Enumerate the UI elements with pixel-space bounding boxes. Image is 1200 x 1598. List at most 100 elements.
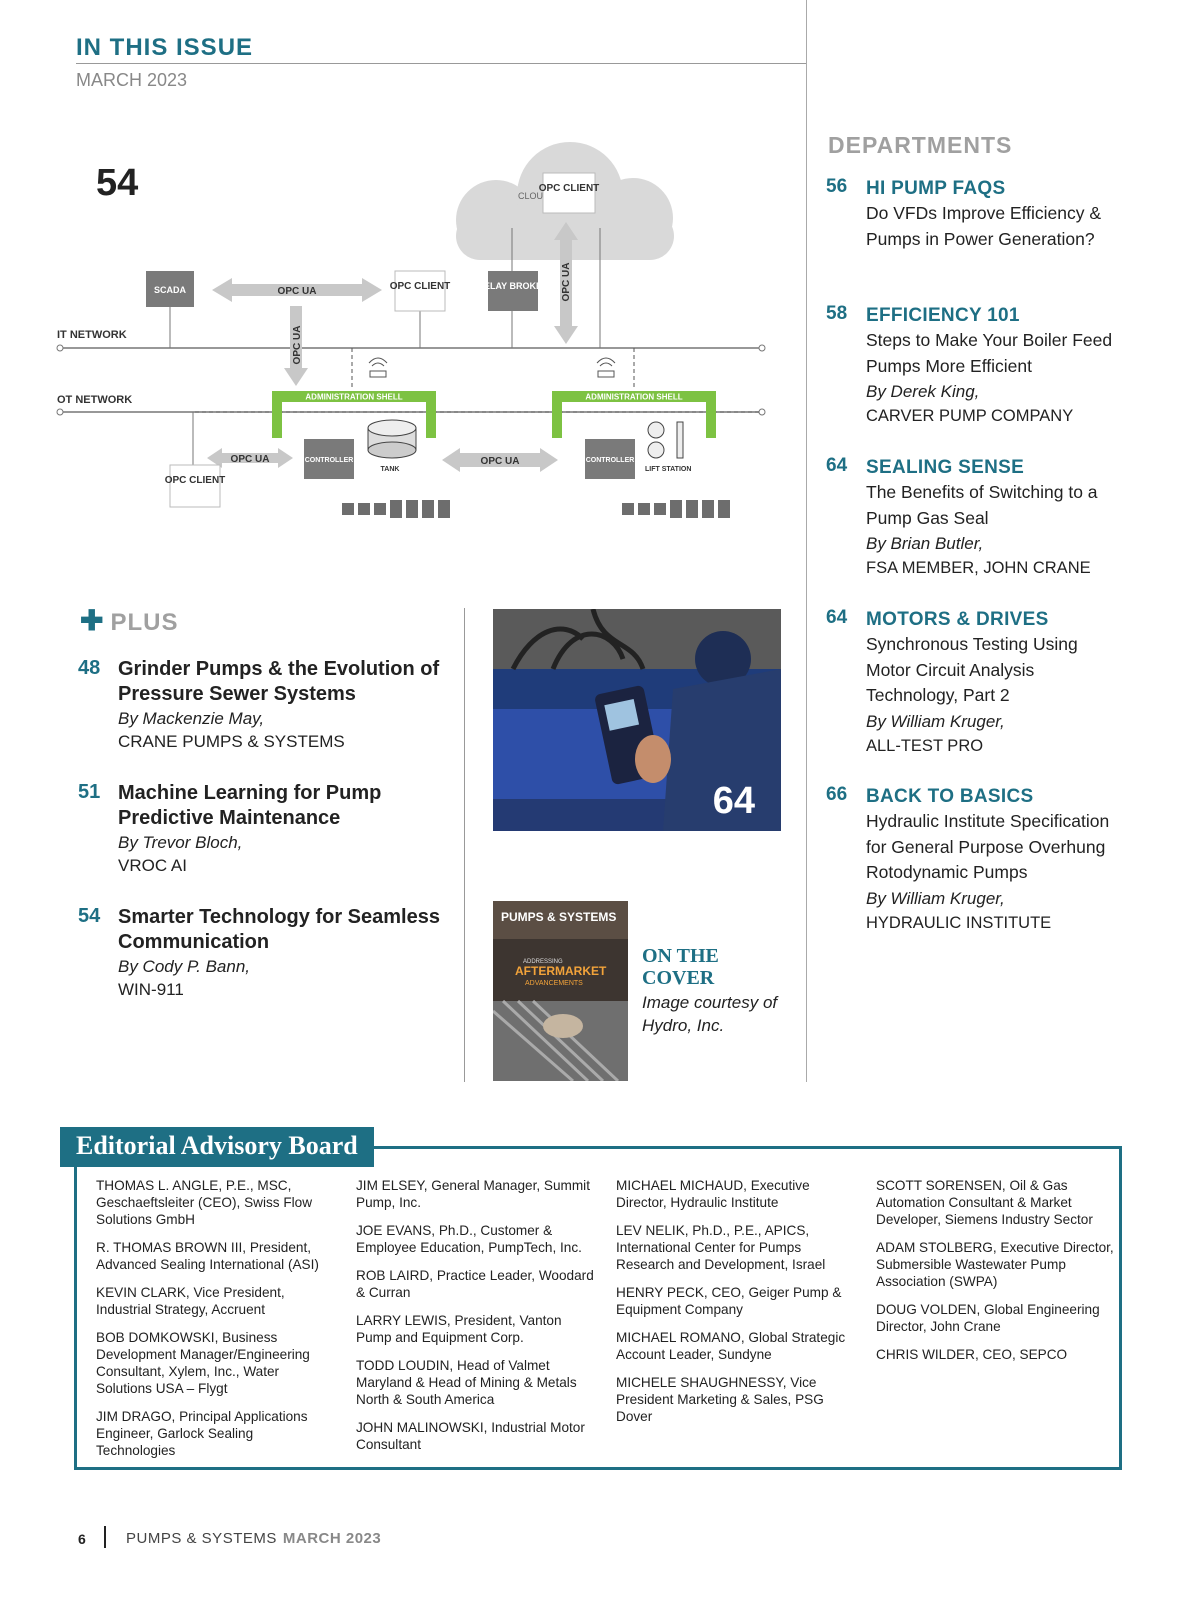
departments-heading: DEPARTMENTS — [828, 132, 1013, 158]
lift-station-icon — [647, 421, 684, 459]
issue-heading: IN THIS ISSUE — [76, 34, 254, 61]
board-member: KEVIN CLARK, Vice President, Industrial … — [96, 1285, 285, 1317]
department-item[interactable]: 56 HI PUMP FAQS Do VFDs Improve Efficien… — [826, 176, 1126, 252]
field-devices-left — [342, 500, 450, 518]
board-member: JOHN MALINOWSKI, Industrial Motor Consul… — [356, 1420, 585, 1452]
photo-page-number: 64 — [712, 780, 755, 822]
board-member: HENRY PECK, CEO, Geiger Pump & Equipment… — [616, 1285, 842, 1317]
department-item[interactable]: 64 MOTORS & DRIVES Synchronous Testing U… — [826, 607, 1126, 759]
dept-title[interactable]: Hydraulic Institute Specification for Ge… — [866, 811, 1110, 882]
cover-thumbnail[interactable]: PUMPS & SYSTEMS ADDRESSING AFTERMARKET A… — [493, 901, 628, 1081]
dept-company: HYDRAULIC INSTITUTE — [866, 913, 1052, 932]
opc-ua-arrow-top — [212, 278, 382, 302]
board-column: JIM ELSEY, General Manager, Summit Pump,… — [356, 1177, 596, 1464]
dept-author: By William Kruger, — [866, 711, 1005, 731]
cloud-opc-client-box — [542, 172, 596, 214]
plus-icon: ✚ — [80, 605, 105, 636]
cover-headline: AFTERMARKET — [515, 964, 607, 978]
scada-box — [146, 271, 194, 307]
opc-ua-label-bottom-mid: OPC UA — [481, 456, 520, 467]
cover-magazine-name: PUMPS & SYSTEMS — [501, 910, 616, 924]
board-member: SCOTT SORENSEN, Oil & Gas Automation Con… — [876, 1178, 1093, 1227]
field-devices-right — [622, 500, 730, 518]
cloud-label: CLOUD — [518, 191, 550, 201]
dept-author: By William Kruger, — [866, 888, 1005, 908]
controller-left-box — [304, 439, 354, 479]
board-member: JIM ELSEY, General Manager, Summit Pump,… — [356, 1178, 590, 1210]
opc-ua-arrow-bottom-mid — [442, 448, 558, 472]
wireless-router-icon — [368, 357, 388, 378]
dept-title[interactable]: Steps to Make Your Boiler Feed Pumps Mor… — [866, 330, 1113, 376]
dept-section[interactable]: SEALING SENSE — [866, 457, 1025, 478]
board-member: LEV NELIK, Ph.D., P.E., APICS, Internati… — [616, 1223, 826, 1272]
dept-section[interactable]: MOTORS & DRIVES — [866, 609, 1049, 630]
column-divider — [806, 0, 807, 1082]
board-member: THOMAS L. ANGLE, P.E., MSC, Geschaeftsle… — [96, 1178, 313, 1227]
opc-ua-label-vertical: OPC UA — [292, 326, 303, 365]
controller-right-label: CONTROLLER — [586, 457, 635, 464]
lift-station-label: LIFT STATION — [645, 466, 691, 473]
department-item[interactable]: 58 EFFICIENCY 101 Steps to Make Your Boi… — [826, 303, 1126, 429]
dept-page: 64 — [826, 607, 848, 628]
board-member: DOUG VOLDEN, Global Engineering Director… — [876, 1302, 1100, 1334]
opc-ua-label-cloud: OPC UA — [561, 263, 572, 302]
plus-article[interactable]: 54 Smarter Technology for Seamless Commu… — [78, 905, 448, 1001]
dept-company: FSA MEMBER, JOHN CRANE — [866, 559, 1091, 577]
department-item[interactable]: 64 SEALING SENSE The Benefits of Switchi… — [826, 455, 1126, 581]
dept-company: CARVER PUMP COMPANY — [866, 407, 1074, 425]
dept-page: 58 — [826, 303, 848, 324]
plus-article[interactable]: 51 Machine Learning for Pump Predictive … — [78, 781, 448, 877]
editorial-board-box — [74, 1146, 1122, 1470]
dept-section[interactable]: HI PUMP FAQS — [866, 178, 1006, 199]
dept-page: 66 — [826, 784, 848, 805]
footer-page-number: 6 — [78, 1531, 86, 1547]
opc-ua-arrow-bottom-left — [207, 448, 293, 468]
wireless-router-icon — [596, 357, 616, 378]
dept-title[interactable]: The Benefits of Switching to a Pump Gas … — [866, 482, 1098, 528]
article-page: 54 — [78, 905, 101, 927]
cover-kicker: ADDRESSING — [523, 959, 563, 965]
issue-date: MARCH 2023 — [76, 70, 188, 90]
board-member: JIM DRAGO, Principal Applications Engine… — [96, 1409, 308, 1458]
controller-left-label: CONTROLLER — [305, 457, 354, 464]
article-author: By Mackenzie May, — [118, 709, 265, 728]
opc-network-diagram: CLOUD OPC CLIENT IT NETWORK OT NETWORK S… — [56, 142, 766, 518]
dept-author: By Brian Butler, — [866, 534, 984, 553]
article-page: 48 — [78, 657, 101, 679]
department-item[interactable]: 66 BACK TO BASICS Hydraulic Institute Sp… — [826, 784, 1126, 936]
article-title[interactable]: Grinder Pumps & the Evolution of Pressur… — [118, 658, 440, 705]
header-divider — [76, 63, 806, 64]
controller-right-box — [585, 439, 635, 479]
dept-section[interactable]: EFFICIENCY 101 — [866, 305, 1020, 326]
opc-ua-arrow-down — [284, 306, 308, 386]
board-member: BOB DOMKOWSKI, Business Development Mana… — [96, 1330, 310, 1396]
board-member: TODD LOUDIN, Head of Valmet Maryland & H… — [356, 1358, 577, 1407]
article-company: CRANE PUMPS & SYSTEMS — [118, 732, 345, 751]
dept-page: 56 — [826, 176, 848, 197]
board-member: R. THOMAS BROWN III, President, Advanced… — [96, 1240, 319, 1272]
admin-shell-left — [272, 391, 436, 438]
plus-divider — [464, 608, 465, 1082]
footer-divider — [104, 1526, 106, 1548]
plus-article[interactable]: 48 Grinder Pumps & the Evolution of Pres… — [78, 657, 448, 753]
dept-company: ALL-TEST PRO — [866, 736, 984, 755]
cover-subheadline: ADVANCEMENTS — [525, 980, 583, 987]
opc-ua-label-bottom-left: OPC UA — [231, 454, 270, 465]
board-member: JOE EVANS, Ph.D., Customer & Employee Ed… — [356, 1223, 582, 1255]
article-title[interactable]: Machine Learning for Pump Predictive Mai… — [118, 782, 382, 829]
article-title[interactable]: Smarter Technology for Seamless Communic… — [118, 906, 440, 953]
editorial-board-title: Editorial Advisory Board — [60, 1127, 374, 1167]
opc-client-mid-box — [394, 270, 446, 312]
board-member: MICHAEL MICHAUD, Executive Director, Hyd… — [616, 1178, 810, 1210]
opc-ua-arrow-cloud — [554, 222, 578, 344]
tank-icon — [367, 419, 417, 459]
article-page: 51 — [78, 781, 101, 803]
cloud-opc-client-label: OPC CLIENT — [539, 183, 600, 194]
dept-title[interactable]: Do VFDs Improve Efficiency & Pumps in Po… — [866, 203, 1102, 249]
opc-client-bottom-box — [169, 464, 221, 508]
article-author: By Trevor Bloch, — [118, 833, 243, 852]
feature-photo[interactable]: 64 — [493, 609, 781, 831]
dept-section[interactable]: BACK TO BASICS — [866, 786, 1034, 807]
dept-title[interactable]: Synchronous Testing Using Motor Circuit … — [866, 634, 1078, 705]
board-member: LARRY LEWIS, President, Vanton Pump and … — [356, 1313, 562, 1345]
